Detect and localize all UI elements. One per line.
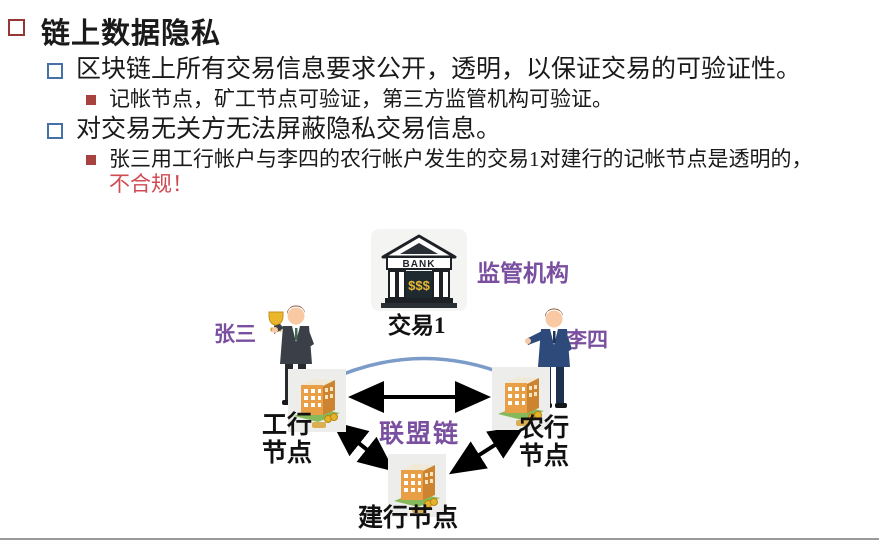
- bullet-text: 对交易无关方无法屏蔽隐私交易信息。: [76, 116, 502, 144]
- bullet-text: 记帐节点，矿工节点可验证，第三方监管机构可验证。: [109, 87, 613, 111]
- icbc-node-icon: [288, 369, 346, 432]
- bullet-text-wrap: 张三用工行帐户与李四的农行帐户发生的交易1对建行的记帐节点是透明的， 不合规！: [109, 147, 813, 197]
- square-bullet-icon: [47, 63, 63, 79]
- title-row: 链上数据隐私: [0, 0, 879, 52]
- svg-text:BANK: BANK: [403, 259, 436, 270]
- node-bottom-label: 建行节点: [358, 505, 459, 532]
- businessman-left-icon: [268, 305, 314, 405]
- node-left-label: 工行 节点: [262, 412, 313, 467]
- bullet-row: 张三用工行帐户与李四的农行帐户发生的交易1对建行的记帐节点是透明的， 不合规！: [86, 147, 879, 197]
- bullet-row: 区块链上所有交易信息要求公开，透明，以保证交易的可验证性。: [47, 55, 879, 85]
- ccb-node-icon: [388, 454, 446, 517]
- person-left-label: 张三: [214, 322, 256, 346]
- square-bullet-icon: [86, 155, 96, 166]
- bullet-row: 记帐节点，矿工节点可验证，第三方监管机构可验证。: [86, 87, 879, 112]
- node-right-label: 农行 节点: [519, 415, 570, 470]
- page-title: 链上数据隐私: [41, 18, 222, 50]
- slide-bottom-border: [0, 538, 879, 540]
- bullet-row: 对交易无关方无法屏蔽隐私交易信息。: [47, 115, 879, 145]
- bullet-text: 区块链上所有交易信息要求公开，透明，以保证交易的可验证性。: [76, 56, 802, 83]
- arrow-right-bottom: [448, 425, 526, 475]
- person-right-label: 李四: [566, 328, 608, 352]
- bullet-text: 张三用工行帐户与李四的农行帐户发生的交易1对建行的记帐节点是透明的，: [109, 147, 813, 172]
- warning-text: 不合规！: [109, 172, 193, 197]
- arrow-left-bottom: [331, 421, 395, 472]
- square-bullet-icon: [86, 95, 96, 105]
- transaction-label: 交易1: [388, 313, 446, 338]
- abc-node-icon: [492, 367, 550, 430]
- svg-text:$$$: $$$: [408, 278, 430, 293]
- square-bullet-icon: [47, 123, 63, 140]
- chain-label: 联盟链: [379, 421, 461, 448]
- regulator-label: 监管机构: [477, 261, 569, 286]
- title-bullet-icon: [8, 19, 25, 36]
- bank-icon: BANK $$$: [371, 229, 467, 311]
